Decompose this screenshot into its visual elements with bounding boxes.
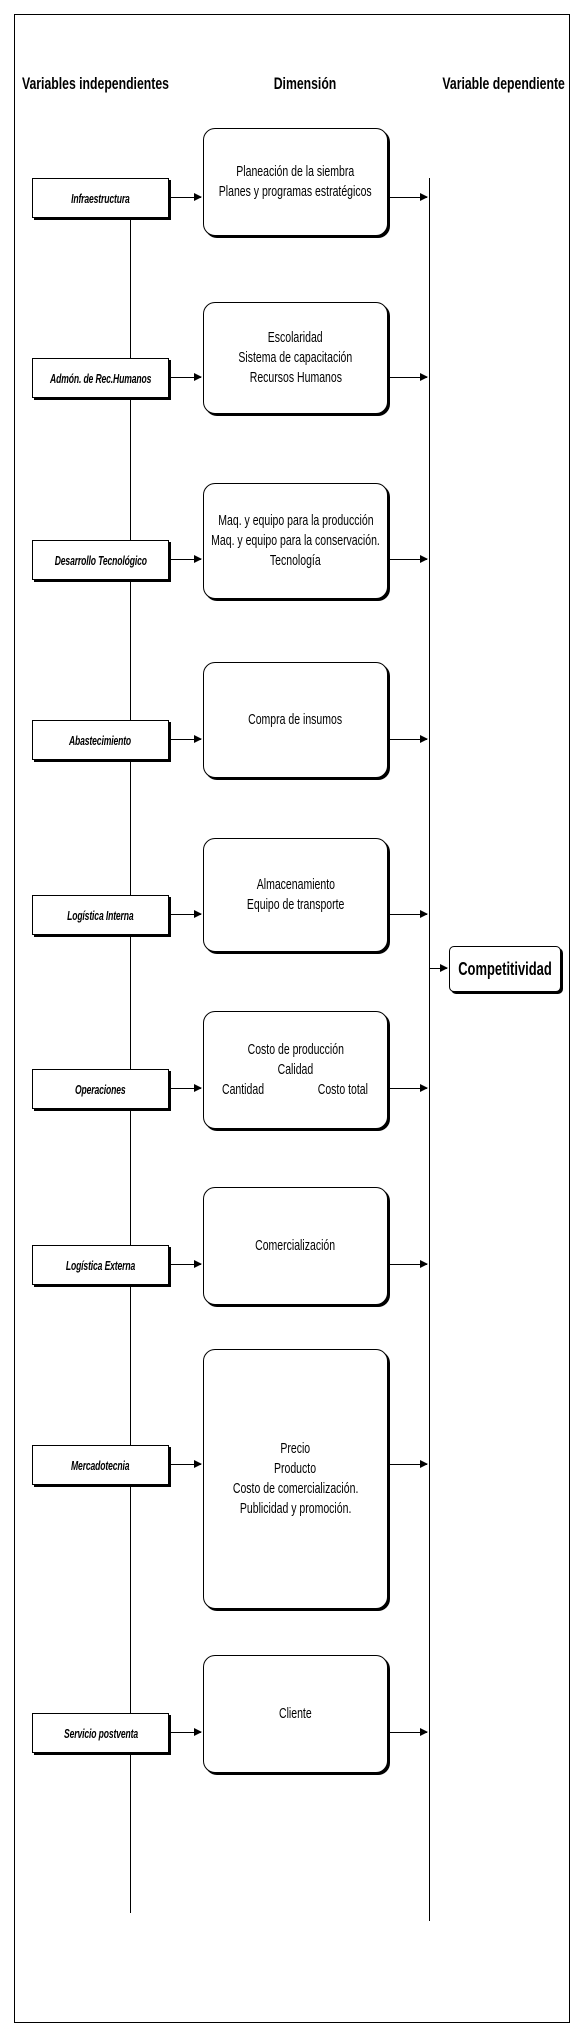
dimension-line: Almacenamiento — [256, 876, 335, 893]
dimension-line: Maq. y equipo para la producción — [217, 512, 374, 529]
variable-label: Desarrollo Tecnológico — [54, 552, 147, 568]
dimension-line: Publicidad y promoción. — [239, 1500, 352, 1517]
dimension-line: Planes y programas estratégicos — [219, 183, 372, 200]
variable-label: Abastecimiento — [69, 732, 132, 748]
dependent-collector-line — [429, 178, 430, 1921]
dimension-box-abastecimiento: Compra de insumos — [203, 662, 388, 778]
arrow-to-dimension-desarrollo-tecnologico — [169, 555, 202, 563]
arrow-to-collector-mercadotecnia — [390, 1460, 428, 1468]
arrow-to-dimension-infraestructura — [169, 193, 202, 201]
arrow-to-dimension-mercadotecnia — [169, 1460, 202, 1468]
competitividad-box: Competitividad — [449, 946, 561, 992]
dimension-line: Cantidad — [221, 1081, 264, 1098]
arrow-to-collector-infraestructura — [390, 193, 428, 201]
variable-label: Mercadotecnia — [71, 1457, 130, 1473]
arrow-to-collector-logistica-interna — [390, 910, 428, 918]
arrow-to-competitividad — [430, 964, 448, 972]
variable-label: Logística Externa — [65, 1257, 136, 1273]
variable-box-servicio-postventa: Servicio postventa — [32, 1713, 169, 1753]
header-independent-variables: Variables independientes — [22, 74, 169, 93]
header-dependent-variable: Variable dependiente — [442, 74, 565, 93]
arrow-to-dimension-admon-de-rec-humanos — [169, 373, 202, 381]
variable-box-logistica-interna: Logística Interna — [32, 895, 169, 935]
variable-label: Infraestructura — [71, 190, 130, 206]
dimension-line: Planeación de la siembra — [236, 163, 355, 180]
dimension-line: Sistema de capacitación — [238, 349, 353, 366]
arrow-to-collector-logistica-externa — [390, 1260, 428, 1268]
dimension-line: Escolaridad — [268, 329, 323, 346]
variable-box-abastecimiento: Abastecimiento — [32, 720, 169, 760]
arrow-to-collector-abastecimiento — [390, 735, 428, 743]
dimension-line: Compra de insumos — [248, 711, 343, 728]
variable-box-logistica-externa: Logística Externa — [32, 1245, 169, 1285]
arrow-to-collector-admon-de-rec-humanos — [390, 373, 428, 381]
dimension-line: Calidad — [277, 1061, 314, 1078]
dimension-line: Recursos Humanos — [249, 369, 342, 386]
arrow-to-collector-operaciones — [390, 1084, 428, 1092]
variable-label: Operaciones — [75, 1081, 126, 1097]
dimension-line: Producto — [274, 1460, 317, 1477]
variable-label: Logística Interna — [67, 907, 134, 923]
variable-box-admon-de-rec-humanos: Admón. de Rec.Humanos — [32, 358, 169, 398]
arrow-to-collector-desarrollo-tecnologico — [390, 555, 428, 563]
dimension-line: Comercialización — [255, 1237, 336, 1254]
dimension-line: Equipo de transporte — [246, 896, 345, 913]
dimension-line: Precio — [280, 1440, 311, 1457]
dimension-line: Cliente — [279, 1705, 312, 1722]
dimension-box-logistica-externa: Comercialización — [203, 1187, 388, 1305]
dimension-line: Maq. y equipo para la conservación. — [211, 532, 380, 549]
dimension-pair-row: Cantidad Costo total — [213, 1080, 379, 1100]
competitividad-label: Competitividad — [458, 958, 552, 979]
dimension-box-servicio-postventa: Cliente — [203, 1655, 388, 1773]
variable-label: Admón. de Rec.Humanos — [49, 370, 152, 386]
arrow-to-dimension-abastecimiento — [169, 735, 202, 743]
diagram-frame — [14, 14, 570, 2023]
dimension-line: Costo total — [317, 1081, 368, 1098]
header-dimension: Dimensión — [273, 74, 337, 93]
dimension-line: Costo de comercialización. — [232, 1480, 359, 1497]
arrow-to-collector-servicio-postventa — [390, 1728, 428, 1736]
variable-box-mercadotecnia: Mercadotecnia — [32, 1445, 169, 1485]
dimension-line: Tecnología — [270, 552, 321, 569]
arrow-to-dimension-logistica-externa — [169, 1260, 202, 1268]
arrow-to-dimension-logistica-interna — [169, 910, 202, 918]
variable-box-desarrollo-tecnologico: Desarrollo Tecnológico — [32, 540, 169, 580]
dimension-line: Costo de producción — [247, 1041, 344, 1058]
arrow-to-dimension-servicio-postventa — [169, 1728, 202, 1736]
variable-box-operaciones: Operaciones — [32, 1069, 169, 1109]
arrow-to-dimension-operaciones — [169, 1084, 202, 1092]
independent-connector-line — [130, 198, 131, 1913]
variable-box-infraestructura: Infraestructura — [32, 178, 169, 218]
variable-label: Servicio postventa — [63, 1725, 138, 1741]
